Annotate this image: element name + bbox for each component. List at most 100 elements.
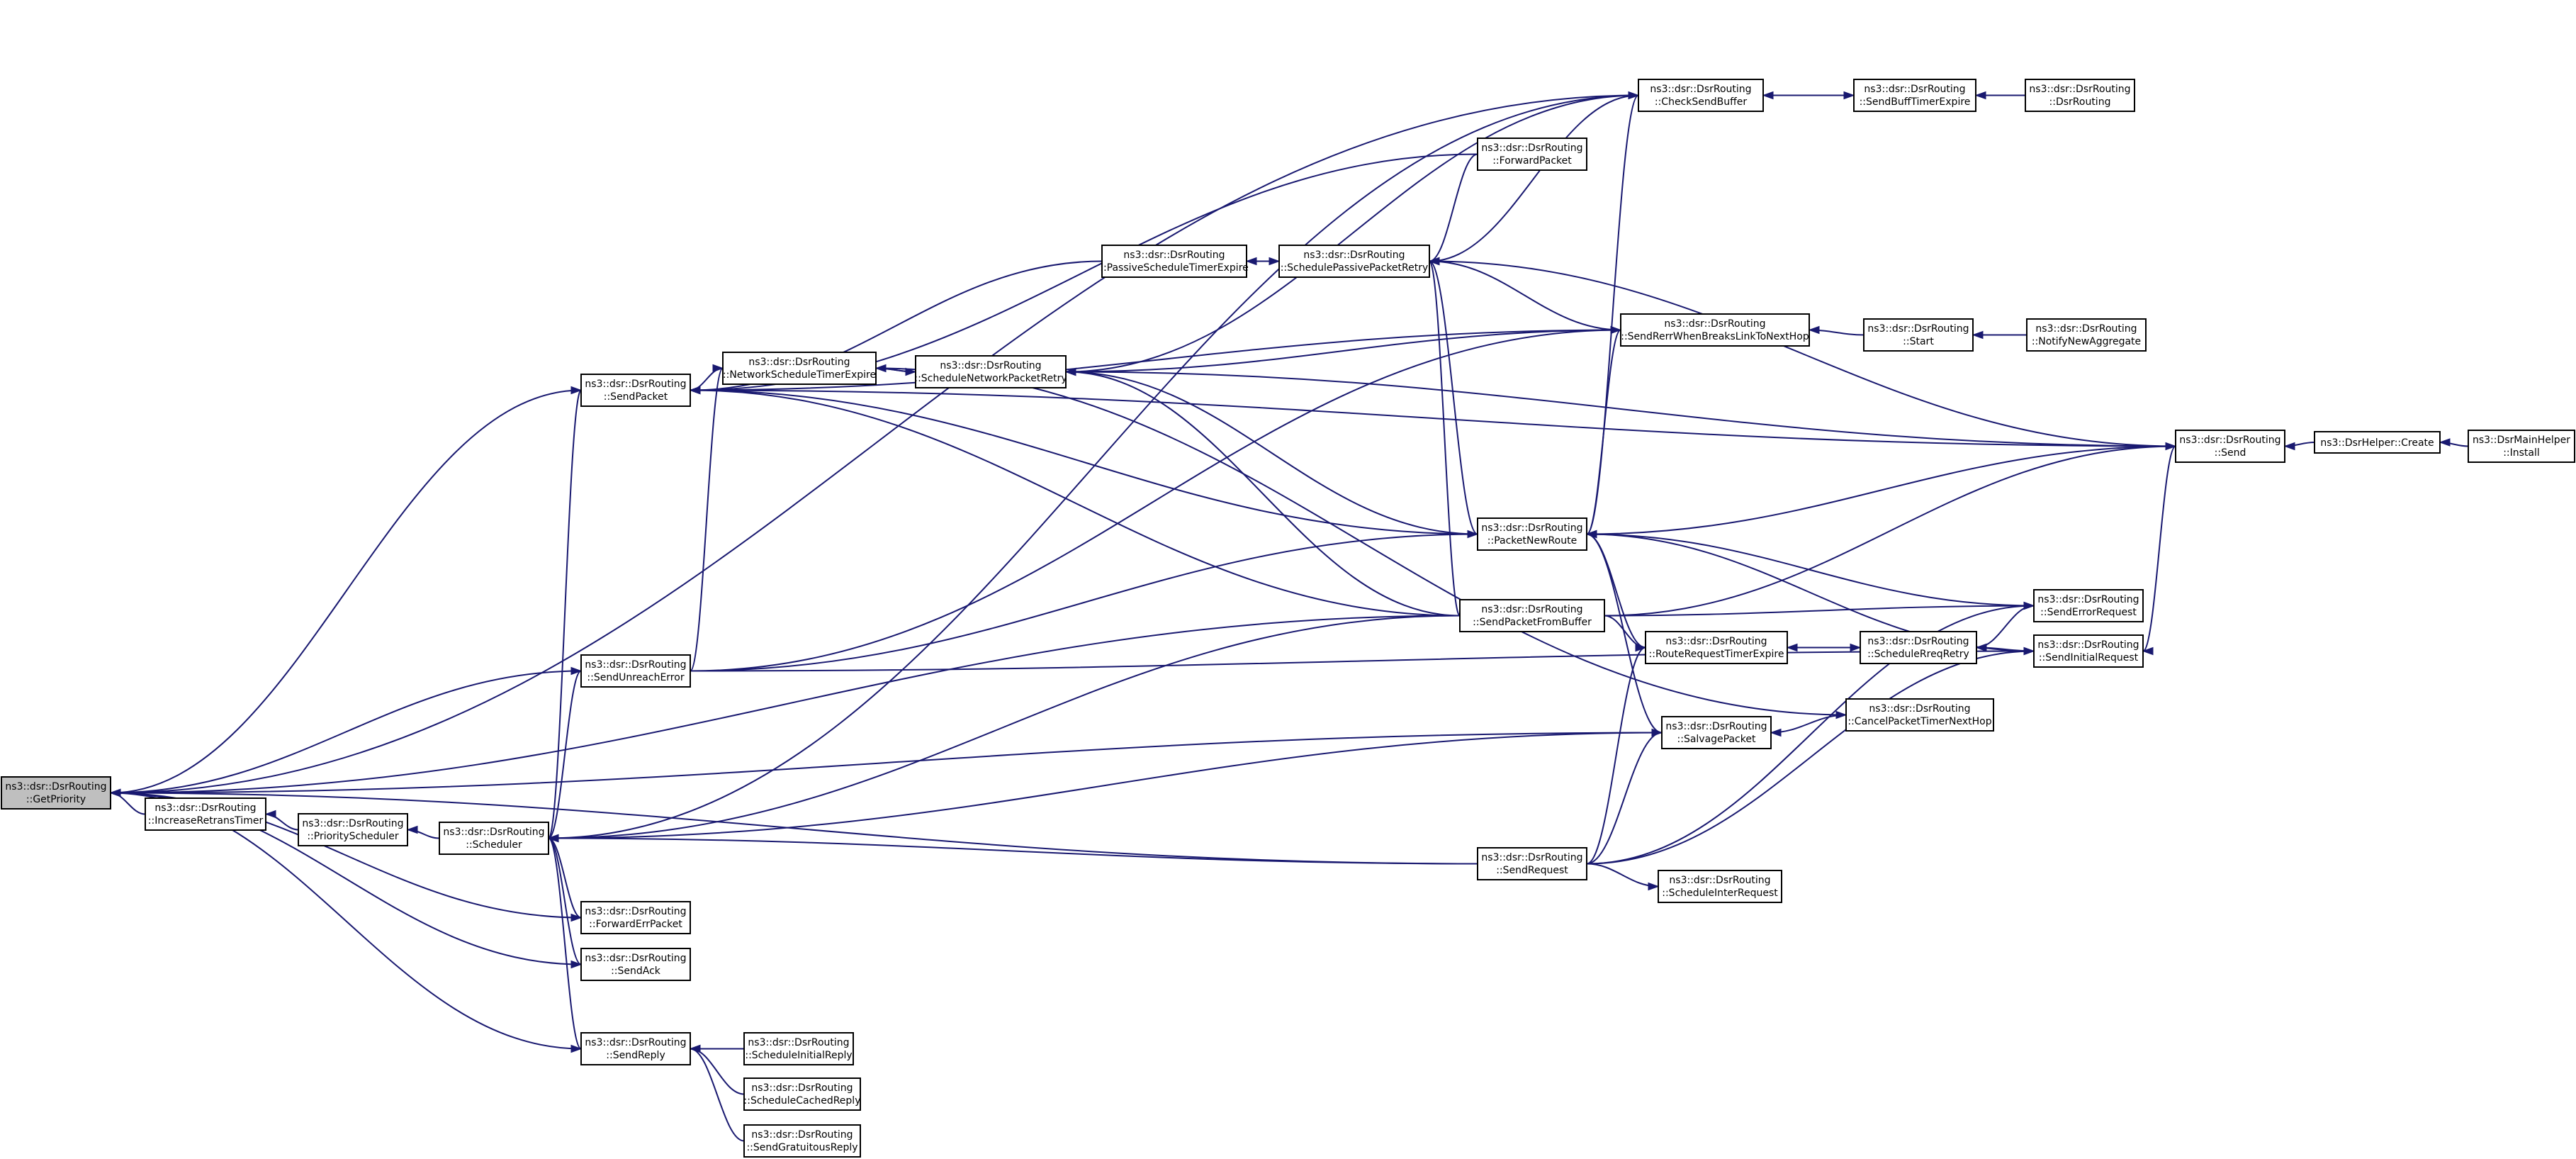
node-send-rerr-when-breaks-link-to-next-hop[interactable]: ns3::dsr::DsrRouting::SendRerrWhenBreaks… — [1620, 313, 1810, 347]
edge-passive-schedule-timer-expire-to-schedule-passive-packet-retry — [1247, 257, 1281, 266]
node-start-node[interactable]: ns3::dsr::DsrRouting::Start — [1863, 318, 1974, 352]
edge-scheduler-to-forward-err-packet — [548, 837, 583, 922]
node-label-line2: ::DsrRouting — [2049, 96, 2111, 108]
node-send-request[interactable]: ns3::dsr::DsrRouting::SendRequest — [1477, 847, 1587, 880]
node-send-packet-from-buffer[interactable]: ns3::dsr::DsrRouting::SendPacketFromBuff… — [1459, 599, 1605, 632]
node-packet-new-route[interactable]: ns3::dsr::DsrRouting::PacketNewRoute — [1477, 517, 1587, 551]
node-salvage-packet[interactable]: ns3::dsr::DsrRouting::SalvagePacket — [1661, 716, 1772, 749]
node-send-initial-request[interactable]: ns3::dsr::DsrRouting::SendInitialRequest — [2033, 634, 2144, 668]
node-box — [915, 355, 1067, 388]
edge-send-gratuitous-reply-to-send-reply — [689, 1044, 745, 1142]
node-cancel-packet-timer-next-hop[interactable]: ns3::dsr::DsrRouting::CancelPacketTimerN… — [1845, 698, 1994, 732]
node-label-line2: ::PassiveScheduleTimerExpire — [1100, 262, 1249, 274]
node-schedule-inter-request[interactable]: ns3::dsr::DsrRouting::ScheduleInterReque… — [1658, 870, 1782, 903]
node-network-schedule-timer-expire[interactable]: ns3::dsr::DsrRouting::NetworkScheduleTim… — [722, 352, 877, 385]
edge-route-request-timer-expire-to-schedule-rreq-retry — [1787, 643, 1862, 652]
node-label-line1: ns3::dsr::DsrRouting — [1123, 250, 1225, 261]
node-scheduler[interactable]: ns3::dsr::DsrRouting::Scheduler — [439, 822, 549, 855]
arrowhead — [1467, 530, 1479, 539]
edge-line — [690, 650, 2035, 672]
edge-line — [690, 389, 1461, 617]
node-label-line2: ::SendRerrWhenBreaksLinkToNextHop — [1621, 331, 1809, 342]
node-label-line1: ns3::DsrHelper::Create — [2320, 437, 2434, 449]
arrowhead — [712, 364, 724, 373]
node-box — [1860, 631, 1977, 664]
node-send-ack[interactable]: ns3::dsr::DsrRouting::SendAck — [580, 948, 691, 981]
node-forward-err-packet[interactable]: ns3::dsr::DsrRouting::ForwardErrPacket — [580, 901, 691, 934]
node-label-line2: ::NotifyNewAggregate — [2032, 336, 2141, 347]
node-schedule-passive-packet-retry[interactable]: ns3::dsr::DsrRouting::SchedulePassivePac… — [1278, 245, 1430, 278]
edge-line — [1586, 605, 2035, 865]
node-box — [743, 1077, 861, 1111]
node-send-buff-timer-expire[interactable]: ns3::dsr::DsrRouting::SendBuffTimerExpir… — [1853, 79, 1976, 112]
node-box — [580, 374, 691, 407]
node-increase-retrans-timer[interactable]: ns3::dsr::DsrRouting::IncreaseRetransTim… — [145, 797, 266, 831]
node-label-line1: ns3::dsr::DsrRouting — [2179, 435, 2280, 446]
node-priority-scheduler[interactable]: ns3::dsr::DsrRouting::PriorityScheduler — [298, 813, 408, 846]
node-passive-schedule-timer-expire[interactable]: ns3::dsr::DsrRouting::PassiveScheduleTim… — [1100, 245, 1249, 278]
node-label-line2: ::ScheduleCachedReply — [744, 1095, 861, 1107]
node-send-packet[interactable]: ns3::dsr::DsrRouting::SendPacket — [580, 374, 691, 407]
node-schedule-network-packet-retry[interactable]: ns3::dsr::DsrRouting::ScheduleNetworkPac… — [914, 355, 1067, 388]
arrowhead — [1974, 91, 1986, 100]
node-label-line1: ns3::dsr::DsrRouting — [1665, 636, 1767, 647]
node-send-error-request[interactable]: ns3::dsr::DsrRouting::SendErrorRequest — [2033, 589, 2144, 622]
node-schedule-initial-reply[interactable]: ns3::dsr::DsrRouting::ScheduleInitialRep… — [743, 1032, 854, 1065]
node-helper-create[interactable]: ns3::DsrHelper::Create — [2314, 431, 2441, 454]
node-dsr-routing-ctor[interactable]: ns3::dsr::DsrRouting::DsrRouting — [2025, 79, 2135, 112]
edge-line — [1065, 371, 2176, 447]
node-route-request-timer-expire[interactable]: ns3::dsr::DsrRouting::RouteRequestTimerE… — [1645, 631, 1788, 664]
node-box — [2175, 430, 2285, 463]
arrowhead — [2142, 646, 2154, 656]
node-box — [580, 654, 691, 688]
node-label-line2: ::IncreaseRetransTimer — [148, 815, 264, 827]
node-label-line2: ::ScheduleInitialReply — [745, 1050, 852, 1061]
node-check-send-buffer[interactable]: ns3::dsr::DsrRouting::CheckSendBuffer — [1638, 79, 1764, 112]
node-forward-packet[interactable]: ns3::dsr::DsrRouting::ForwardPacket — [1477, 138, 1587, 171]
node-main-helper-install[interactable]: ns3::DsrMainHelper::Install — [2468, 430, 2575, 463]
node-send-unreach-error[interactable]: ns3::dsr::DsrRouting::SendUnreachError — [580, 654, 691, 688]
node-get-priority[interactable]: ns3::dsr::DsrRouting::GetPriority — [1, 776, 111, 810]
edge-line — [1065, 371, 1461, 617]
edge-send-to-schedule-network-packet-retry — [1064, 367, 2176, 447]
node-box — [743, 1124, 861, 1158]
edge-helper-create-to-send — [2283, 442, 2315, 451]
edge-line — [1065, 329, 1621, 373]
node-send-reply[interactable]: ns3::dsr::DsrRouting::SendReply — [580, 1032, 691, 1065]
node-box — [722, 352, 877, 385]
node-box — [1863, 318, 1974, 352]
arrowhead — [689, 386, 701, 395]
node-label-line1: ns3::dsr::DsrRouting — [585, 906, 686, 917]
arrowhead — [570, 666, 583, 676]
node-label-line1: ns3::dsr::DsrRouting — [1869, 703, 1970, 715]
edge-line — [548, 732, 1663, 839]
node-schedule-cached-reply[interactable]: ns3::dsr::DsrRouting::ScheduleCachedRepl… — [743, 1077, 861, 1111]
node-label-line2: ::SendPacketFromBuffer — [1473, 617, 1592, 628]
node-notify-new-aggregate[interactable]: ns3::dsr::DsrRouting::NotifyNewAggregate — [2026, 318, 2147, 352]
node-schedule-rreq-retry[interactable]: ns3::dsr::DsrRouting::ScheduleRreqRetry — [1860, 631, 1977, 664]
node-label-line1: ns3::dsr::DsrRouting — [1481, 852, 1582, 863]
edge-scheduler-to-send-reply — [548, 837, 583, 1053]
edge-check-send-buffer-to-scheduler — [547, 94, 1639, 843]
edge-line — [875, 367, 1847, 716]
edge-line — [110, 615, 1461, 794]
edge-line — [1065, 94, 1639, 373]
edge-send-packet-from-buffer-to-schedule-network-packet-retry — [1064, 367, 1461, 617]
node-label-line1: ns3::dsr::DsrRouting — [1664, 318, 1765, 330]
node-send-gratuitous-reply[interactable]: ns3::dsr::DsrRouting::SendGratuitousRepl… — [743, 1124, 861, 1158]
node-send[interactable]: ns3::dsr::DsrRouting::Send — [2175, 430, 2285, 463]
node-label-line2: ::SendRequest — [1496, 865, 1568, 876]
node-box — [1638, 79, 1764, 112]
node-label-line1: ns3::dsr::DsrRouting — [2037, 639, 2139, 651]
edge-notify-new-aggregate-to-start-node — [1972, 330, 2027, 340]
node-box — [1278, 245, 1430, 278]
node-label-line1: ns3::dsr::DsrRouting — [748, 1037, 849, 1048]
edge-send-to-send-initial-request — [2142, 445, 2176, 656]
graph-edges — [109, 91, 2469, 1142]
node-label-line1: ns3::dsr::DsrRouting — [1669, 875, 1770, 886]
edge-line — [1586, 533, 1663, 734]
edge-line — [110, 792, 1478, 865]
arrowhead — [1269, 257, 1281, 266]
arrowhead — [2165, 442, 2177, 451]
